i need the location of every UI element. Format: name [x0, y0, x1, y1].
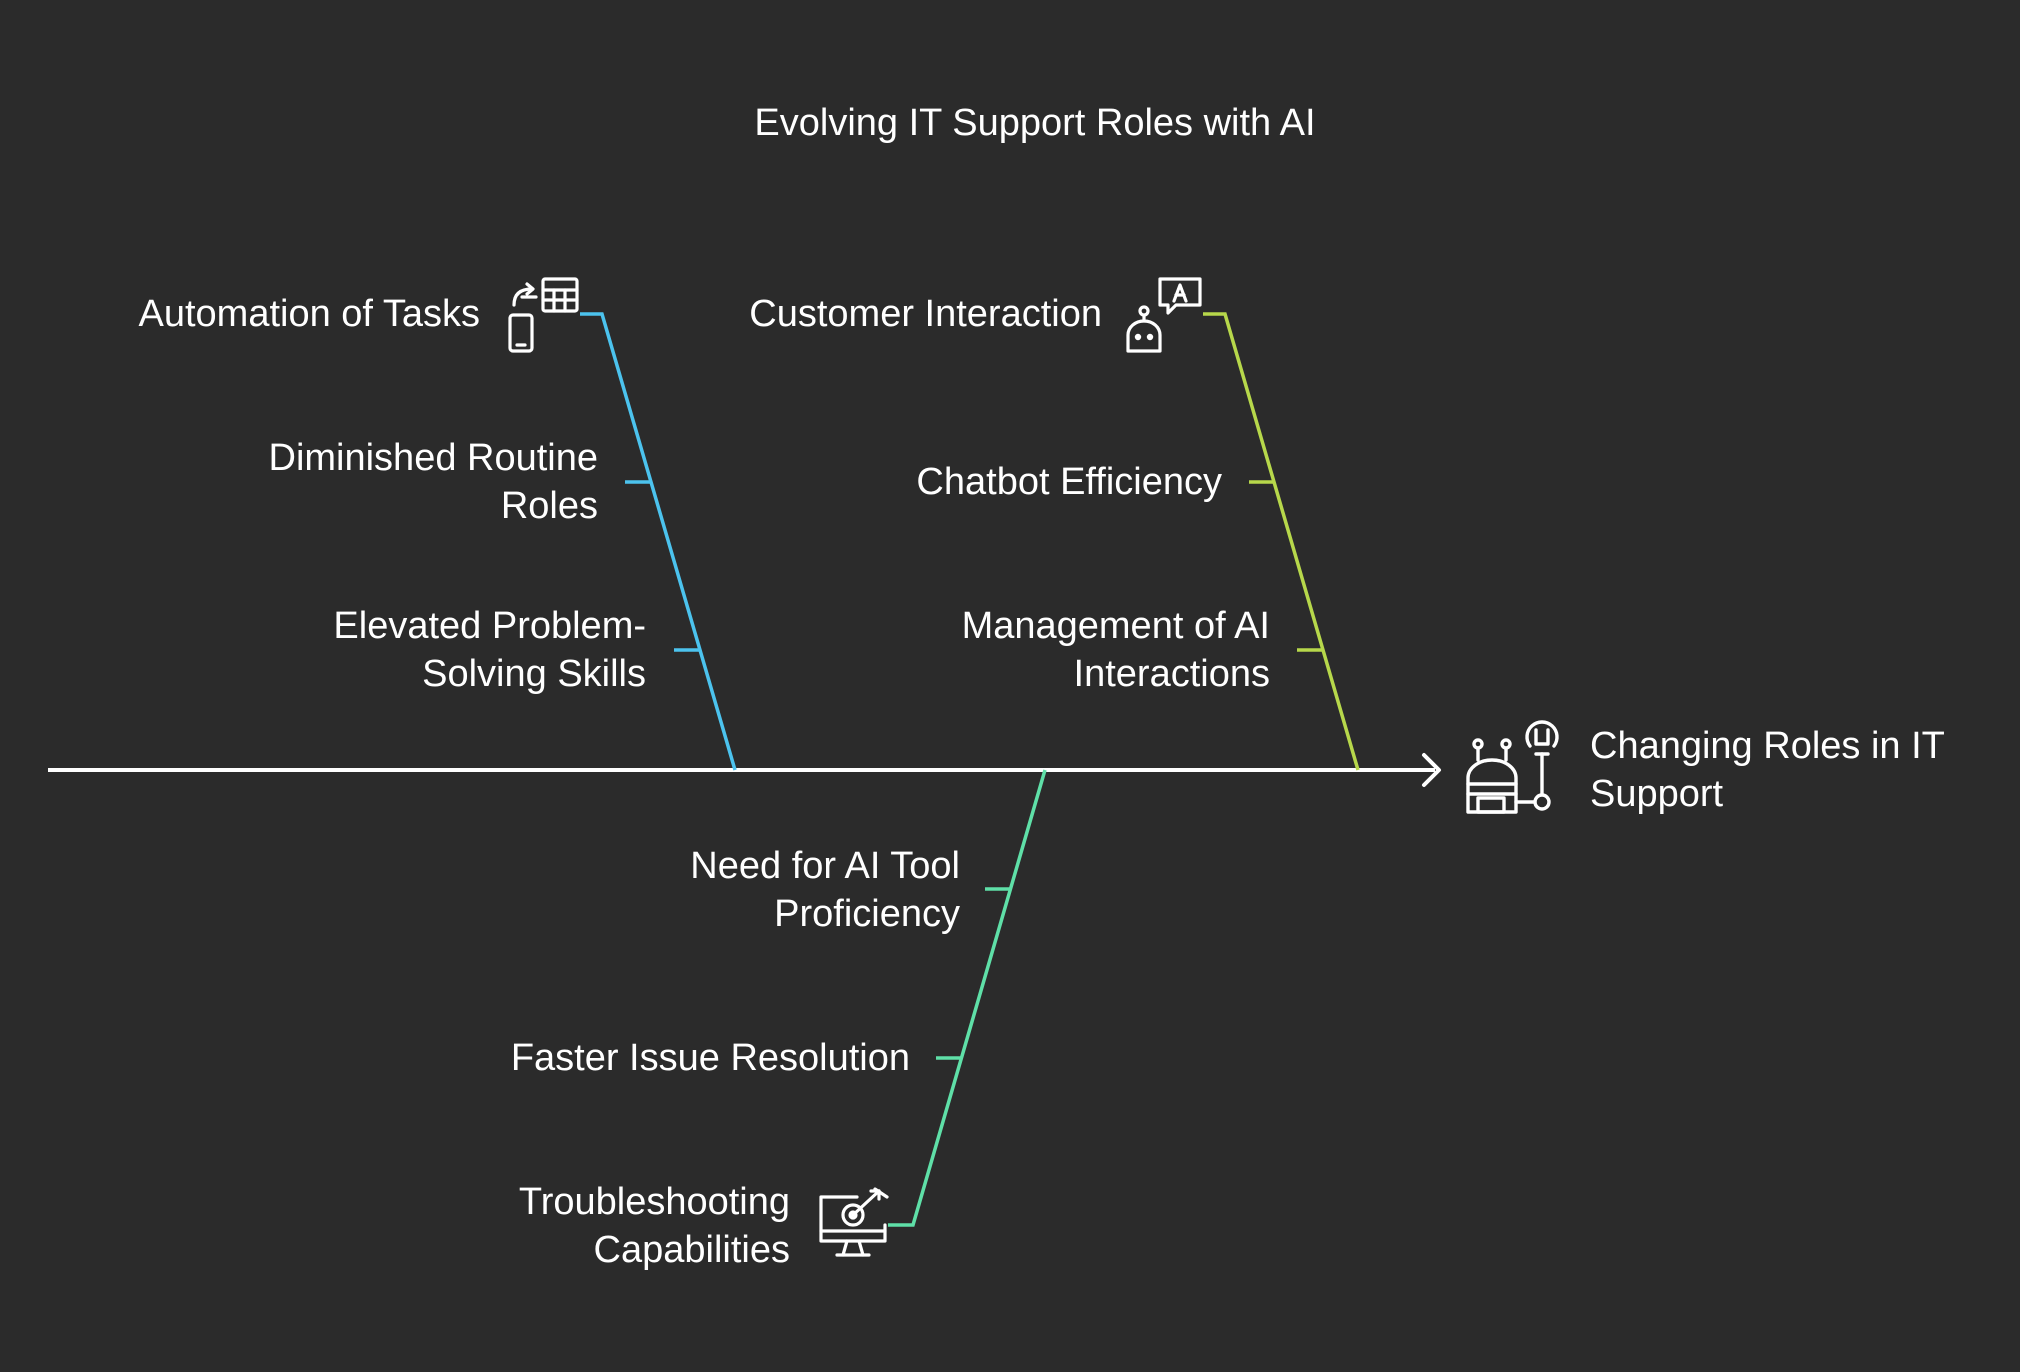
cause-diminished-routine-roles-line1: Diminished Routine: [268, 437, 599, 479]
cause-management-ai-interactions-line2: Interactions: [1073, 653, 1270, 695]
branch-label-customer-line1: Customer Interaction: [749, 293, 1102, 335]
cause-ai-tool-proficiency-line1: Need for AI Tool: [690, 845, 960, 887]
cause-elevated-problem-solving: Elevated Problem- Solving Skills: [230, 602, 646, 698]
cause-elevated-problem-solving-line1: Elevated Problem-: [333, 605, 646, 647]
bone-customer: [1203, 312, 1360, 771]
cause-chatbot-efficiency-line1: Chatbot Efficiency: [916, 461, 1222, 503]
robot-wrench-icon: [1466, 720, 1559, 814]
branch-label-troubleshooting: Troubleshooting Capabilities: [380, 1178, 790, 1274]
cause-faster-issue-resolution: Faster Issue Resolution: [400, 1034, 910, 1082]
branch-label-automation-line1: Automation of Tasks: [138, 293, 480, 335]
branch-label-troubleshooting-line1: Troubleshooting: [518, 1181, 790, 1223]
bone-troubleshooting: [888, 769, 1047, 1227]
diagram-title: Evolving IT Support Roles with AI: [754, 102, 1316, 144]
cause-ai-tool-proficiency-line2: Proficiency: [774, 893, 960, 935]
branch-label-troubleshooting-line2: Capabilities: [593, 1229, 790, 1271]
cause-elevated-problem-solving-line2: Solving Skills: [422, 653, 646, 695]
cause-diminished-routine-roles-line2: Roles: [500, 485, 598, 527]
cause-chatbot-efficiency: Chatbot Efficiency: [800, 458, 1222, 506]
phone-sync-calculator-icon: [508, 277, 579, 353]
branch-label-customer: Customer Interaction: [640, 290, 1102, 338]
branch-customer: [1203, 312, 1360, 771]
cause-faster-issue-resolution-line1: Faster Issue Resolution: [510, 1037, 910, 1079]
effect-label-line2: Support: [1590, 773, 1724, 815]
chatbot-speech-icon: [1126, 277, 1202, 353]
effect-label-line1: Changing Roles in IT: [1590, 725, 1945, 767]
effect-label: Changing Roles in IT Support: [1590, 722, 1945, 818]
cause-management-ai-interactions-line1: Management of AI: [961, 605, 1270, 647]
monitor-target-icon: [819, 1187, 889, 1257]
bone-automation: [580, 312, 737, 771]
branch-automation: [580, 312, 737, 771]
cause-ai-tool-proficiency: Need for AI Tool Proficiency: [540, 842, 960, 938]
branch-label-automation: Automation of Tasks: [80, 290, 480, 338]
cause-diminished-routine-roles: Diminished Routine Roles: [180, 434, 599, 530]
spine-arrowhead: [1422, 753, 1441, 787]
branch-troubleshooting: [888, 769, 1047, 1227]
cause-management-ai-interactions: Management of AI Interactions: [850, 602, 1270, 698]
